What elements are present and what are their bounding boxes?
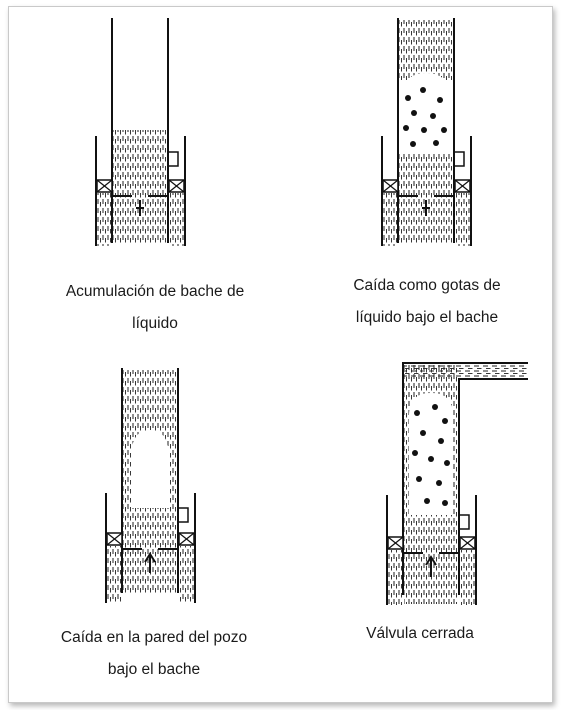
panel-slug-accumulation [92,18,332,258]
caption-line: líquido [132,315,178,332]
panel-valve-closed [383,355,562,605]
caption-slug-accumulation: Acumulación de bache de líquido [40,276,270,340]
caption-line: Caída en la pared del pozo [60,629,248,646]
well-diagram-valve-closed [386,362,528,605]
panel-wall-film-fallback [102,368,342,608]
caption-line: Acumulación de bache de [65,283,245,300]
caption-line: bajo el bache [107,661,201,678]
panel-droplet-fallback [378,18,562,258]
well-diagram-droplet-fallback [381,18,472,246]
caption-wall-film-fallback: Caída en la pared del pozo bajo el bache [34,622,274,686]
well-diagram-slug-accumulation [95,18,186,246]
caption-line: líquido bajo el bache [355,309,499,326]
caption-droplet-fallback: Caída como gotas de líquido bajo el bach… [322,270,532,334]
caption-valve-closed: Válvula cerrada [350,618,490,650]
well-diagram-wall-film-fallback [105,368,196,603]
caption-line: Caída como gotas de [353,277,501,294]
caption-line: Válvula cerrada [366,625,474,642]
